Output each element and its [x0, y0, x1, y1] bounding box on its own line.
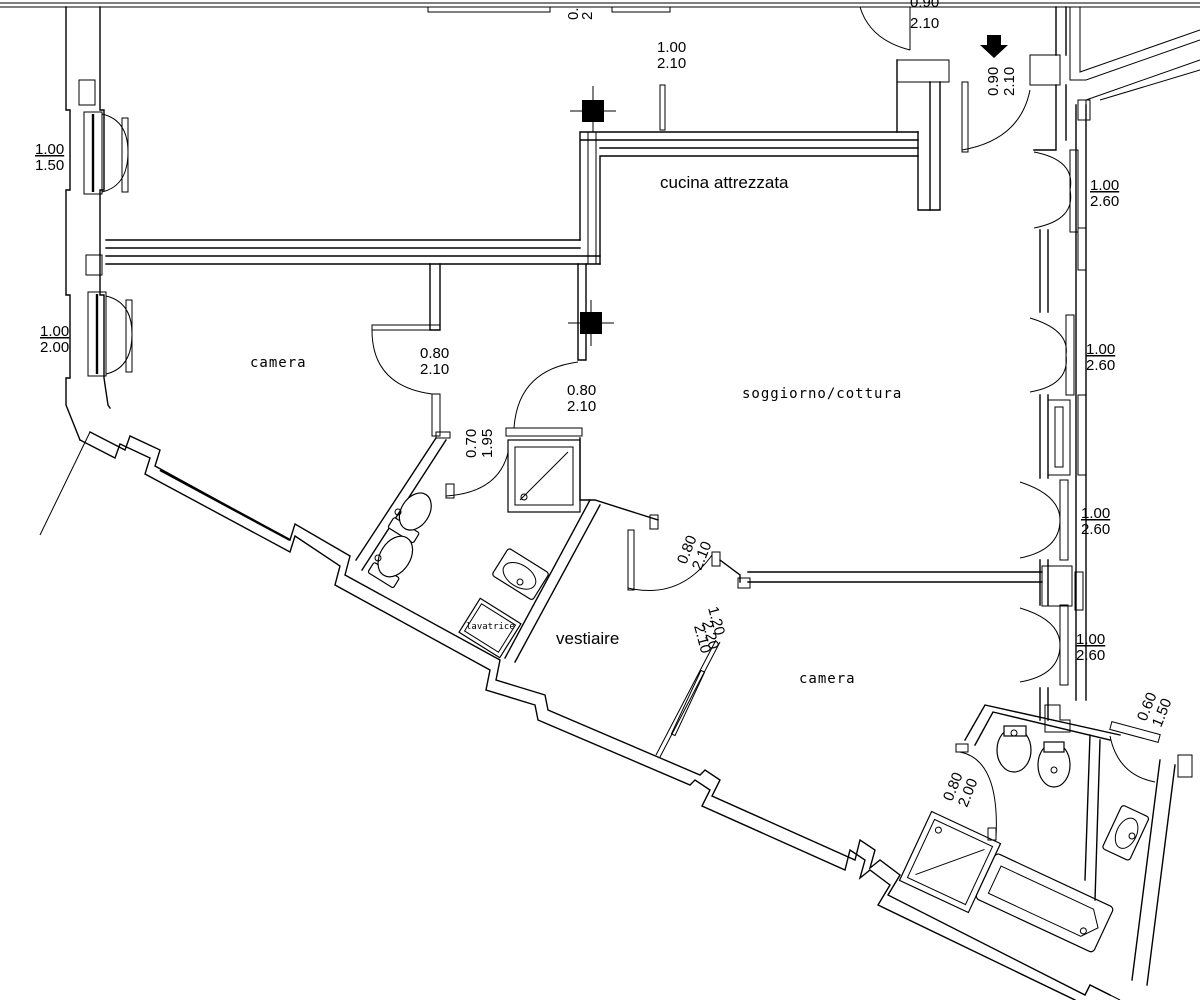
- label-camera-se: camera: [799, 671, 856, 687]
- dim-door-cam-w: 0.80: [420, 345, 449, 362]
- door-camera-nw: [371, 324, 441, 437]
- dim-win-h2: 2.00: [40, 339, 69, 356]
- dim-top-left-b: 2: [579, 12, 596, 20]
- south-exterior-wall: [79, 431, 1121, 1000]
- dim-door-bath-w: 0.70: [463, 429, 480, 458]
- dim-right-2-h: 2.60: [1086, 357, 1115, 374]
- dim-right-4-h: 2.60: [1076, 647, 1105, 664]
- window-left-lower: [87, 291, 133, 377]
- sliding-door: [655, 639, 721, 758]
- dim-right-4-w: 1.00: [1076, 631, 1105, 648]
- west-bath: lavatrice: [355, 437, 659, 663]
- dim-right-1-h: 2.60: [1090, 193, 1119, 210]
- dim-entry-h: 2.10: [1001, 67, 1018, 96]
- dimension-labels: 0. 2 0.90 2.10 1.00 2.10 0.90 2.10 1.00 …: [35, 0, 1175, 809]
- dim-door-bath-h: 1.95: [479, 429, 496, 458]
- label-soggiorno: soggiorno/cottura: [742, 386, 902, 402]
- dim-right-2-w: 1.00: [1086, 341, 1115, 358]
- dim-door-cam-h: 2.10: [420, 361, 449, 378]
- dim-entry-w: 0.90: [985, 67, 1002, 96]
- door-top: [859, 6, 911, 51]
- dim-door-top-w: 1.00: [657, 39, 686, 56]
- dim-slide-b: 2.10: [690, 623, 714, 656]
- right-exterior-wall: [1019, 6, 1200, 721]
- label-cucina: cucina attrezzata: [660, 173, 789, 192]
- dim-top-left-a: 0.: [565, 7, 582, 20]
- dim-right-3-h: 2.60: [1081, 521, 1110, 538]
- entry-arrow-icon: [980, 35, 1008, 58]
- dim-slide-a: 2.20: [698, 619, 722, 652]
- dim-door-sog-h: 2.10: [567, 398, 596, 415]
- dim-right-3-w: 1.00: [1081, 505, 1110, 522]
- se-bath: [898, 704, 1193, 986]
- dim-top-right-b: 2.10: [910, 15, 939, 32]
- dim-win-h1: 1.50: [35, 157, 64, 174]
- door-soggiorno: [505, 361, 583, 437]
- dim-right-1-w: 1.00: [1090, 177, 1119, 194]
- left-exterior-wall: [39, 6, 111, 536]
- dim-win-w2: 1.00: [40, 323, 69, 340]
- label-vestiaire: vestiaire: [556, 629, 619, 648]
- top-edge: [0, 2, 1200, 13]
- dim-slide-w: 1.20: [704, 605, 728, 638]
- interior-walls: [105, 59, 950, 361]
- label-camera-nw: camera: [250, 355, 307, 371]
- entry-door: [961, 54, 1061, 153]
- label-lavatrice: lavatrice: [466, 622, 515, 632]
- dim-door-sog-w: 0.80: [567, 382, 596, 399]
- dim-win-w1: 1.00: [35, 141, 64, 158]
- door-vestiaire: [627, 529, 1043, 591]
- window-left-upper: [83, 111, 129, 195]
- dim-door-top-h: 2.10: [657, 55, 686, 72]
- dim-top-right-a: 0.90: [910, 0, 939, 11]
- column-markers: [568, 86, 616, 346]
